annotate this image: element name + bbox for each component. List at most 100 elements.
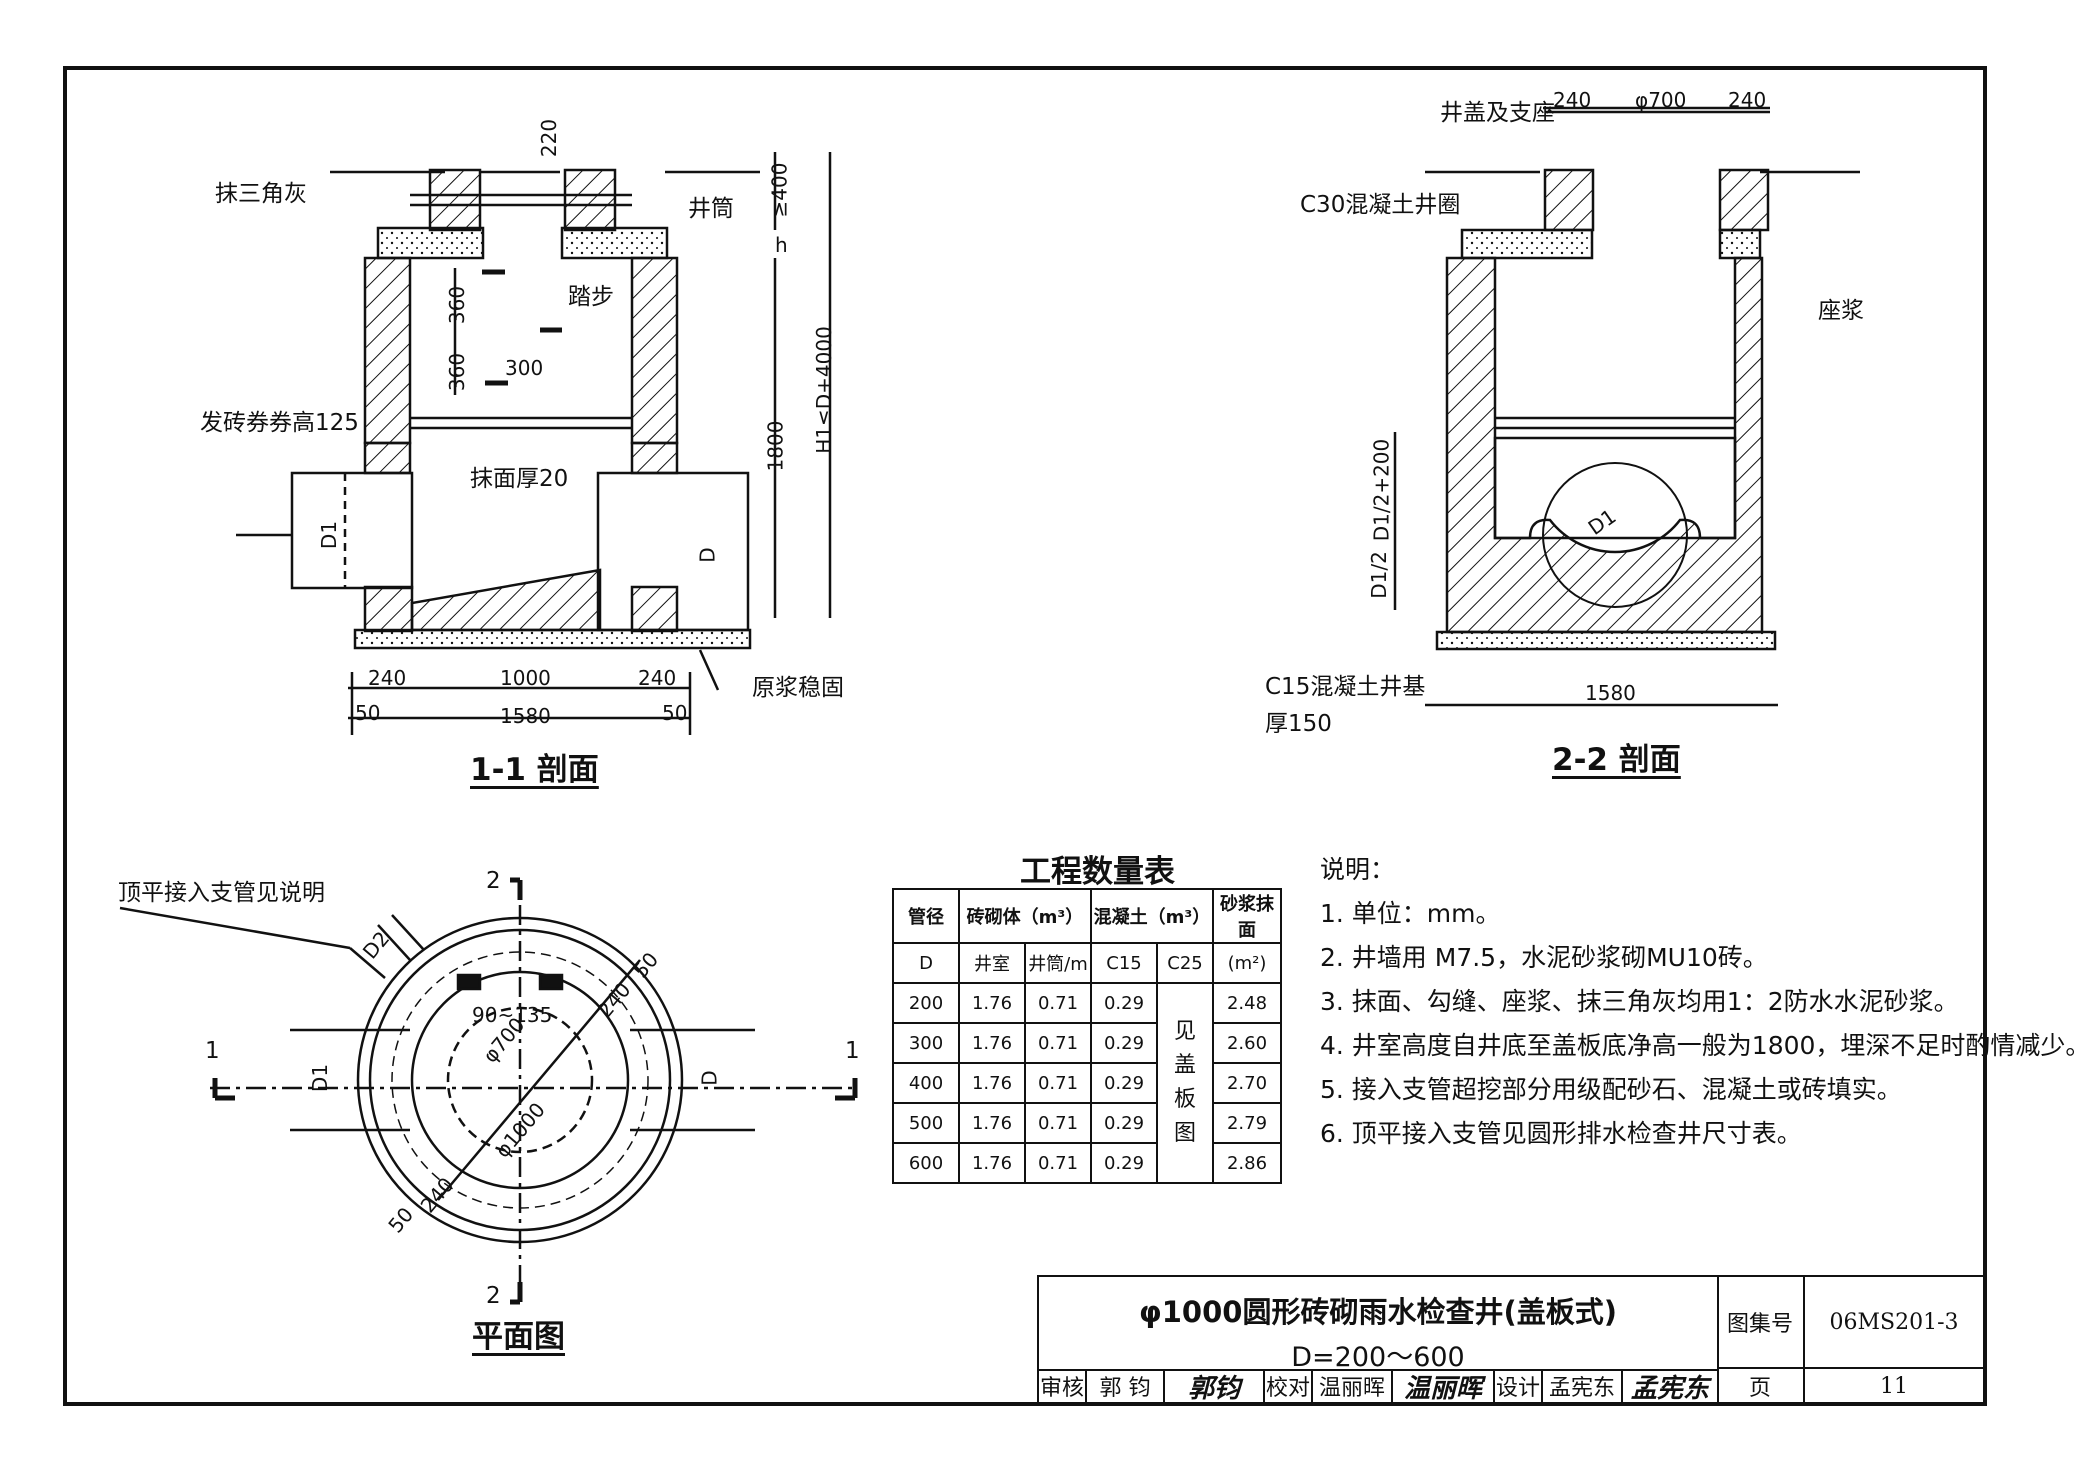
dim-1580: 1580 <box>500 704 551 728</box>
dim-plan-d1: D1 <box>308 1063 333 1093</box>
th-shaft: 井筒/m <box>1024 942 1092 984</box>
section-2-2-drawing <box>1393 106 1860 707</box>
label-cover: 井盖及支座 <box>1440 100 1555 126</box>
notes: 说明： 1. 单位：mm。 2. 井墙用 M7.5，水泥砂浆砌MU10砖。 3.… <box>1320 848 2090 1156</box>
cell-c15: 0.29 <box>1090 1062 1158 1104</box>
section-mark-2-top: 2 <box>486 868 501 894</box>
th-mortar: 砂浆抹面 <box>1212 888 1282 944</box>
caption-section-2-2: 2-2 剖面 <box>1552 742 1681 778</box>
dim-1000: 1000 <box>500 666 551 690</box>
reviewer-name: 郭 钧 <box>1087 1369 1165 1405</box>
drawing-frame <box>63 66 1987 1406</box>
th-c25: C25 <box>1156 942 1214 984</box>
cell-c15: 0.29 <box>1090 1142 1158 1184</box>
note-item: 3. 抹面、勾缝、座浆、抹三角灰均用1：2防水水泥砂浆。 <box>1320 987 1959 1016</box>
table-row: 600 1.76 0.71 0.29 2.86 <box>892 1142 1282 1184</box>
th-c15: C15 <box>1090 942 1158 984</box>
dim-240-right: 240 <box>638 666 677 690</box>
th-concrete: 混凝土（m³） <box>1090 888 1214 944</box>
cell-room: 1.76 <box>958 982 1026 1024</box>
note-item: 4. 井室高度自井底至盖板底净高一般为1800，埋深不足时酌情减少。 <box>1320 1031 2090 1060</box>
quantity-table: 管径 砖砌体（m³） 混凝土（m³） 砂浆抹面 D 井室 井筒/m C15 C2… <box>892 888 1282 1184</box>
page-label: 页 <box>1717 1369 1805 1405</box>
dim-h1: H1≤D+4000 <box>811 326 836 454</box>
cell-shaft: 0.71 <box>1024 1142 1092 1184</box>
designer-signature: 孟宪东 <box>1623 1369 1719 1405</box>
dim-half-d1: D1/2 <box>1366 551 1391 599</box>
table-row: 400 1.76 0.71 0.29 2.70 <box>892 1062 1282 1104</box>
note-item: 6. 顶平接入支管见圆形排水检查井尺寸表。 <box>1320 1119 1802 1148</box>
title-block: φ1000圆形砖砌雨水检查井(盖板式) D=200～600 图集号 06MS20… <box>1037 1275 1985 1405</box>
label-base: C15混凝土井基 <box>1265 674 1426 700</box>
cell-mortar: 2.48 <box>1212 982 1282 1024</box>
review-label: 审核 <box>1039 1369 1087 1405</box>
note-item: 2. 井墙用 M7.5，水泥砂浆砌MU10砖。 <box>1320 943 1768 972</box>
cell-room: 1.76 <box>958 1022 1026 1064</box>
table-row: 500 1.76 0.71 0.29 2.79 <box>892 1102 1282 1144</box>
designer-name: 孟宪东 <box>1543 1369 1623 1405</box>
cell-shaft: 0.71 <box>1024 1102 1092 1144</box>
note-item: 5. 接入支管超挖部分用级配砂石、混凝土或砖填实。 <box>1320 1075 1902 1104</box>
dim-300: 300 <box>505 356 544 380</box>
label-mortar-bed: 座浆 <box>1818 298 1864 324</box>
cell-shaft: 0.71 <box>1024 1022 1092 1064</box>
cell-c15: 0.29 <box>1090 982 1158 1024</box>
dim-angle: 90~135 <box>472 1003 553 1027</box>
check-label: 校对 <box>1265 1369 1313 1405</box>
checker-signature: 温丽晖 <box>1393 1369 1495 1405</box>
cell-d: 300 <box>892 1022 960 1064</box>
c25-note-char: 盖 <box>1173 1053 1196 1078</box>
drawing-subtitle: D=200～600 <box>1291 1342 1465 1373</box>
label-base-thick: 厚150 <box>1265 711 1332 737</box>
label-well-shaft: 井筒 <box>688 196 734 222</box>
label-plaster-thick: 抹面厚20 <box>470 466 569 492</box>
c25-note-char: 板 <box>1173 1087 1196 1112</box>
dim-top-700: φ700 <box>1635 88 1687 112</box>
dim-50-left: 50 <box>355 701 381 725</box>
cell-d: 400 <box>892 1062 960 1104</box>
quantity-table-title: 工程数量表 <box>1020 854 1175 890</box>
dim-top-240-right: 240 <box>1728 88 1767 112</box>
section-mark-2-bottom: 2 <box>486 1283 501 1309</box>
dim-d1: D1 <box>317 520 342 550</box>
label-step: 踏步 <box>568 284 614 310</box>
c25-note-char: 图 <box>1173 1121 1196 1146</box>
label-top-pipe-note: 顶平接入支管见说明 <box>118 880 325 906</box>
reviewer-signature: 郭钧 <box>1165 1369 1265 1405</box>
title-block-main: φ1000圆形砖砌雨水检查井(盖板式) D=200～600 <box>1039 1277 1719 1373</box>
drawing-canvas <box>119 106 1860 1305</box>
section-mark-1-right: 1 <box>845 1038 860 1064</box>
cell-mortar: 2.70 <box>1212 1062 1282 1104</box>
th-mortar-unit: (m²) <box>1212 942 1282 984</box>
dim-240-left: 240 <box>368 666 407 690</box>
dim-50-right: 50 <box>662 701 688 725</box>
cell-room: 1.76 <box>958 1142 1026 1184</box>
c25-note-char: 见 <box>1173 1019 1196 1044</box>
cell-shaft: 0.71 <box>1024 1062 1092 1104</box>
cell-room: 1.76 <box>958 1102 1026 1144</box>
th-room: 井室 <box>958 942 1026 984</box>
table-row: 200 1.76 0.71 0.29 见 盖 板 图 2.48 <box>892 982 1282 1184</box>
atlas-number: 06MS201-3 <box>1805 1277 1985 1369</box>
cell-c15: 0.29 <box>1090 1102 1158 1144</box>
dim-400: ≥400 <box>767 162 792 218</box>
caption-plan: 平面图 <box>472 1319 565 1355</box>
plan-drawing <box>119 877 858 1305</box>
th-brick: 砖砌体（m³） <box>958 888 1092 944</box>
cell-mortar: 2.79 <box>1212 1102 1282 1144</box>
label-arch: 发砖券券高125 <box>200 410 359 436</box>
page-number: 11 <box>1805 1369 1985 1405</box>
section-1-1-drawing <box>236 152 832 735</box>
cell-mortar: 2.60 <box>1212 1022 1282 1064</box>
dim-d: D <box>695 547 720 563</box>
drawing-title: φ1000圆形砖砌雨水检查井(盖板式) <box>1139 1295 1617 1329</box>
table-row: 300 1.76 0.71 0.29 2.60 <box>892 1022 1282 1064</box>
note-item: 1. 单位：mm。 <box>1320 899 1501 928</box>
atlas-label: 图集号 <box>1717 1277 1805 1369</box>
cell-mortar: 2.86 <box>1212 1142 1282 1184</box>
cell-shaft: 0.71 <box>1024 982 1092 1024</box>
design-label: 设计 <box>1495 1369 1543 1405</box>
cell-c25-note: 见 盖 板 图 <box>1156 982 1214 1184</box>
dim-h: h <box>775 233 788 257</box>
dim-width-1580: 1580 <box>1585 681 1636 705</box>
